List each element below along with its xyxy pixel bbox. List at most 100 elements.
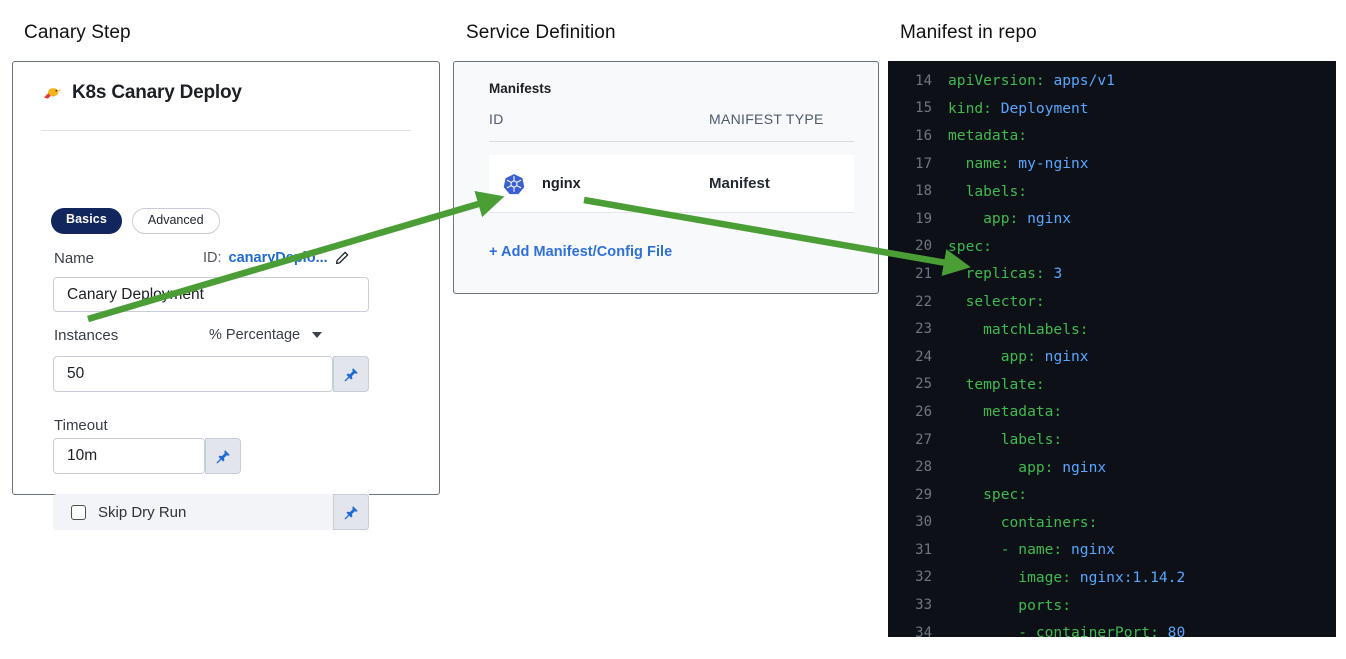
line-number: 19 [915,210,932,227]
skip-dry-run-row[interactable]: Skip Dry Run [53,494,369,530]
code-text: metadata: [948,127,1027,144]
line-number: 25 [915,376,932,393]
code-line: 26 metadata: [888,398,1336,426]
step-id-prefix: ID: [203,250,222,266]
code-token-key: app: [948,458,1054,476]
code-token-key: name: [948,155,1010,173]
timeout-field-label: Timeout [54,417,108,434]
column-header-manifest-type: MANIFEST TYPE [709,111,824,127]
section-title-service-definition: Service Definition [466,22,616,43]
code-token-key: app: [948,210,1019,228]
code-token-key: spec: [948,237,992,255]
pin-icon [344,505,358,519]
skip-dry-run-checkbox[interactable] [71,504,86,520]
code-text: labels: [948,431,1063,449]
code-text: app: nginx [948,348,1089,365]
code-line: 23 matchLabels: [888,315,1336,343]
line-number: 22 [915,293,932,310]
line-number: 29 [915,486,932,503]
header-divider [41,130,411,131]
code-text: image: nginx:1.14.2 [948,569,1185,586]
canary-bird-icon [44,88,62,99]
tab-advanced[interactable]: Advanced [131,208,220,234]
instances-unit-select[interactable]: % Percentage [209,327,323,343]
code-text: containers: [948,513,1098,531]
code-token-key: - containerPort: [948,624,1159,637]
code-line: 28 app: nginx [888,453,1336,481]
code-token-key: labels: [948,182,1028,200]
step-id-value[interactable]: canaryDeplo... [228,250,328,266]
add-manifest-config-file-link[interactable]: + Add Manifest/Config File [489,244,673,260]
code-line: 15 kind: Deployment [888,95,1336,123]
pin-button-timeout[interactable] [205,438,241,474]
code-text: - containerPort: 80 [948,624,1185,637]
code-text: selector: [948,293,1045,310]
line-number: 24 [915,348,932,365]
kubernetes-icon [503,173,525,195]
code-token-key: spec: [948,486,1028,504]
code-text: - name: nginx [948,541,1115,558]
service-definition-card: Manifests ID MANIFEST TYPE nginx Manifes… [453,61,879,294]
manifest-id: nginx [542,175,581,192]
step-id-row: ID: canaryDeplo... [203,250,349,266]
name-field-label: Name [54,250,95,267]
line-number: 15 [915,100,932,117]
manifests-heading: Manifests [489,81,552,96]
code-token-value: apps/v1 [1044,72,1115,90]
tab-group: Basics Advanced [51,208,220,234]
code-token-key: apiVersion: [948,72,1045,90]
code-line: 21 replicas: 3 [888,260,1336,288]
code-line: 33 ports: [888,591,1336,619]
line-number: 32 [915,569,932,586]
line-number: 28 [915,459,932,476]
code-text: matchLabels: [948,321,1088,338]
code-text: name: my-nginx [948,155,1089,172]
code-text: spec: [948,486,1027,503]
line-number: 20 [915,238,932,255]
line-number: 21 [915,265,932,282]
code-token-key: labels: [948,431,1063,449]
line-number: 26 [915,403,932,420]
table-row[interactable]: nginx Manifest [489,155,854,213]
code-text: labels: [948,182,1028,200]
code-token-key: containers: [948,513,1098,531]
code-text: spec: [948,238,992,255]
pin-button-instances[interactable] [333,356,369,392]
skip-dry-run-label: Skip Dry Run [98,503,187,521]
pencil-icon[interactable] [335,251,349,265]
section-title-canary-step: Canary Step [24,22,131,43]
line-number: 27 [915,431,932,448]
code-text: replicas: 3 [948,265,1063,283]
column-header-id: ID [489,111,504,127]
name-input[interactable]: Canary Deployment [53,277,369,312]
code-token-key: image: [948,568,1072,586]
code-token-key: template: [948,375,1045,393]
pin-button-skip-dry-run[interactable] [333,494,369,530]
code-token-value: nginx:1.14.2 [1071,568,1186,586]
code-line: 17 name: my-nginx [888,150,1336,178]
code-token-value: nginx [1018,210,1072,228]
code-text: kind: Deployment [948,100,1089,117]
code-line: 32 image: nginx:1.14.2 [888,564,1336,592]
code-token-value: 80 [1158,624,1186,637]
card-header: K8s Canary Deploy [13,62,439,124]
code-token-key: app: [948,348,1036,366]
code-text: app: nginx [948,210,1071,227]
code-token-key: metadata: [948,127,1028,145]
code-line: 31 - name: nginx [888,536,1336,564]
tab-basics[interactable]: Basics [51,208,122,234]
line-number: 18 [915,183,932,200]
instances-input[interactable]: 50 [53,356,333,392]
line-number: 17 [915,155,932,172]
code-line: 30 containers: [888,509,1336,537]
line-number: 23 [915,321,932,338]
code-token-key: replicas: [948,265,1045,283]
code-line: 25 template: [888,371,1336,399]
code-line: 20 spec: [888,233,1336,261]
code-line: 27 labels: [888,426,1336,454]
timeout-input[interactable]: 10m [53,438,205,474]
code-text: apiVersion: apps/v1 [948,72,1115,89]
line-number: 34 [915,624,932,637]
